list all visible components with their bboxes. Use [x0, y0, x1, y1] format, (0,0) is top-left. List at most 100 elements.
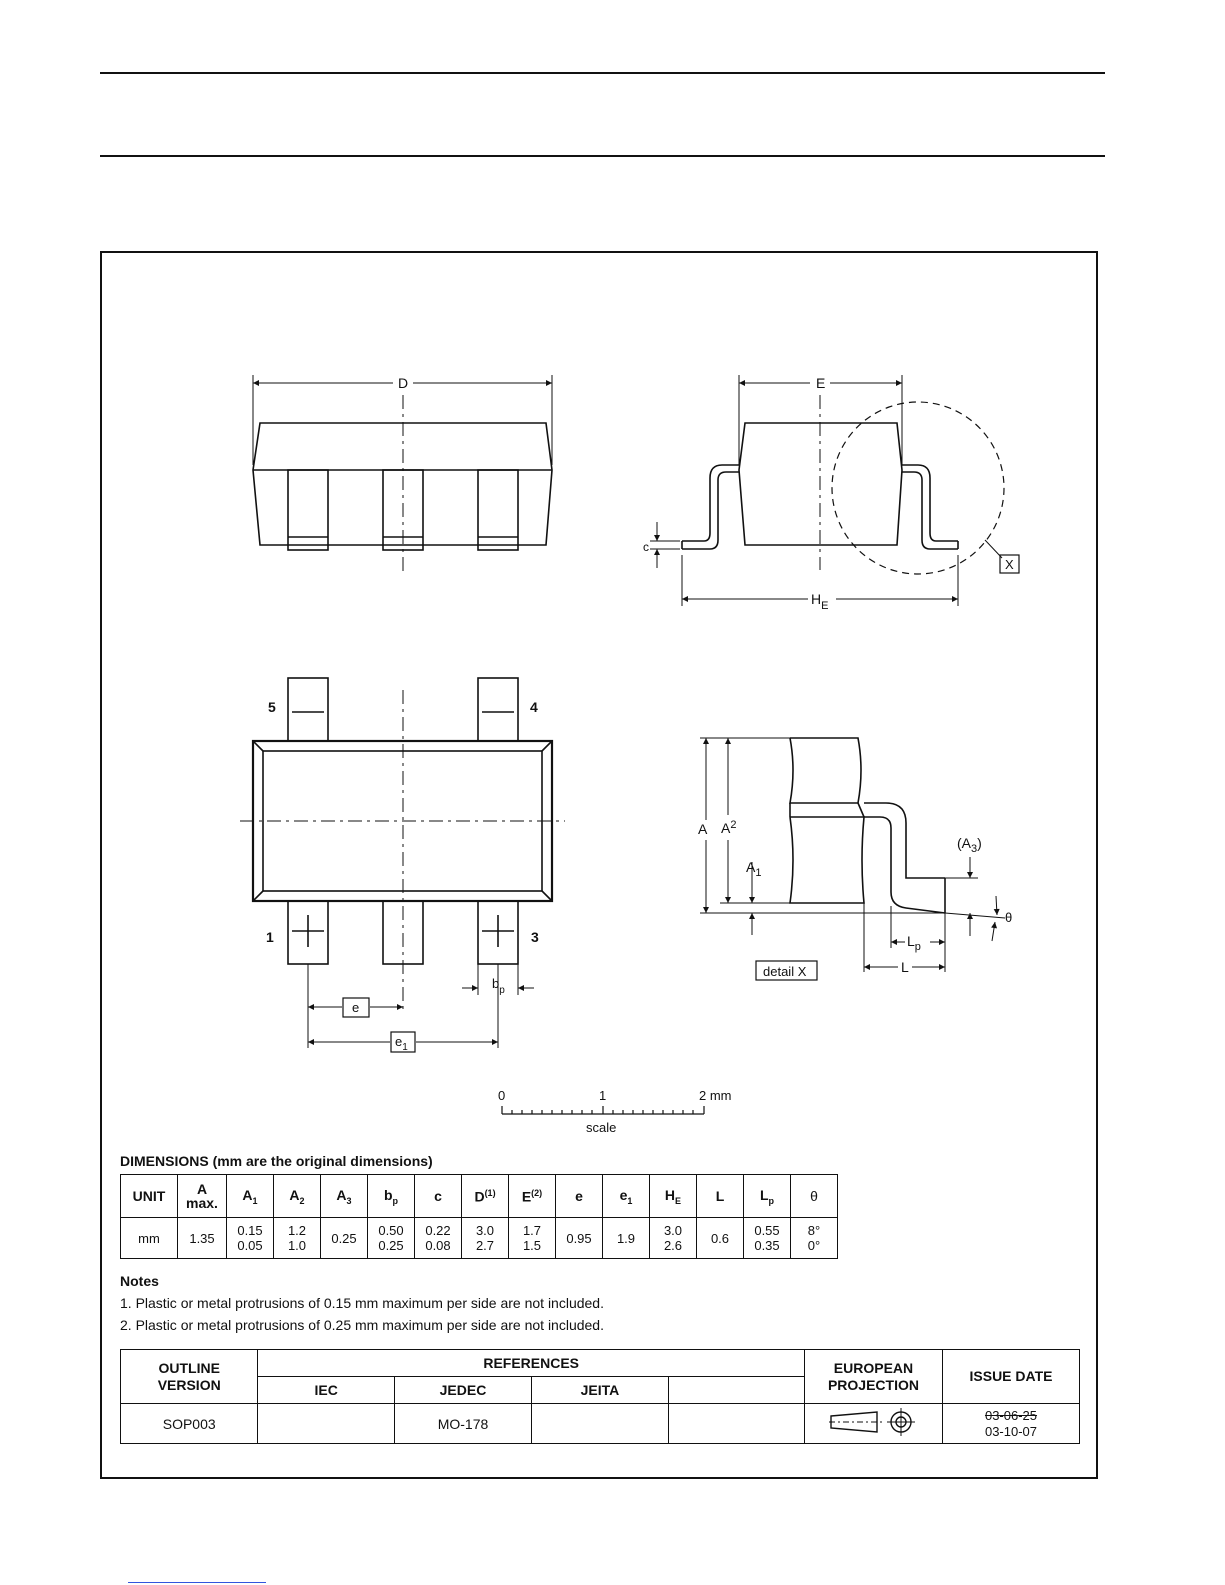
- end-view-e: [650, 375, 1020, 606]
- col-d-sup: (1): [484, 1187, 496, 1198]
- col-e1: e1: [602, 1174, 650, 1218]
- cell-theta-min: 0°: [807, 1238, 821, 1253]
- side-view-d: [252, 375, 553, 575]
- col-a3-sub: 3: [346, 1195, 352, 1206]
- cell-a2-max: 1.2: [287, 1223, 307, 1238]
- label-a1-main: A: [746, 859, 756, 875]
- outline-version-value: SOP003: [119, 1403, 259, 1444]
- top-view: [240, 677, 565, 1053]
- col-a1-main: A: [242, 1186, 253, 1203]
- label-bp: bp: [492, 976, 505, 996]
- cell-a: 1.35: [177, 1217, 227, 1259]
- label-x: X: [1005, 557, 1014, 572]
- col-l: L: [696, 1174, 744, 1218]
- header-bottom-rule: [100, 155, 1105, 157]
- cell-theta: 8°0°: [790, 1217, 838, 1259]
- col-a3-main: A: [336, 1186, 347, 1203]
- label-e-pitch: e: [352, 1000, 359, 1015]
- label-l: L: [901, 959, 909, 975]
- outline-version-line1: OUTLINE: [158, 1359, 220, 1376]
- col-d-main: D: [474, 1188, 485, 1205]
- footer-link-underline[interactable]: [128, 1582, 266, 1583]
- col-e1-sub: 1: [627, 1195, 633, 1206]
- col-unit: UNIT: [120, 1174, 178, 1218]
- cell-c-min: 0.08: [425, 1238, 451, 1253]
- label-he-sub: E: [821, 600, 828, 612]
- european-line2: PROJECTION: [827, 1376, 919, 1393]
- cell-a2-min: 1.0: [287, 1238, 307, 1253]
- col-a3: A3: [320, 1174, 368, 1218]
- outline-version-line2: VERSION: [157, 1376, 221, 1393]
- pin-1-label: 1: [266, 929, 274, 945]
- col-he-sub: E: [675, 1195, 682, 1206]
- cell-c-max: 0.22: [425, 1223, 451, 1238]
- cell-a3: 0.25: [320, 1217, 368, 1259]
- cell-d-min: 2.7: [475, 1238, 495, 1253]
- label-a3: (A3): [957, 835, 982, 855]
- label-he: HE: [811, 591, 828, 612]
- label-bp-sub: p: [499, 985, 505, 996]
- jeita-value: [531, 1403, 669, 1444]
- scale-bar: [501, 1106, 705, 1115]
- col-e1-main: e: [619, 1186, 628, 1203]
- label-c: c: [643, 540, 649, 554]
- col-c: c: [414, 1174, 462, 1218]
- label-lp-main: L: [907, 933, 915, 949]
- col-a2-main: A: [289, 1186, 300, 1203]
- col-a-bottom: max.: [186, 1195, 218, 1211]
- col-a-top: A: [196, 1181, 208, 1197]
- label-a2-sub: 2: [730, 819, 736, 831]
- scale-tick-2: 2 mm: [699, 1088, 732, 1103]
- jeita-header: JEITA: [531, 1376, 669, 1404]
- col-e-cap: E(2): [508, 1174, 556, 1218]
- issue-date-new: 03-10-07: [984, 1423, 1038, 1439]
- label-theta: θ: [1005, 910, 1012, 925]
- label-a2: A2: [721, 819, 736, 836]
- col-theta: θ: [790, 1174, 838, 1218]
- cell-a1-max: 0.15: [237, 1223, 263, 1238]
- label-bp-main: b: [492, 976, 499, 991]
- label-a3-sub: 3: [971, 843, 977, 855]
- blank-ref-header: [667, 1376, 805, 1404]
- col-a1: A1: [226, 1174, 274, 1218]
- col-a2: A2: [273, 1174, 321, 1218]
- iec-header: IEC: [257, 1376, 395, 1404]
- scale-tick-1: 1: [599, 1088, 606, 1103]
- label-e1: e1: [395, 1034, 408, 1053]
- label-lp-sub: p: [915, 941, 921, 953]
- iec-value: [257, 1403, 395, 1444]
- cell-d-max: 3.0: [475, 1223, 495, 1238]
- col-a1-sub: 1: [252, 1195, 258, 1206]
- col-lp-main: L: [759, 1186, 769, 1203]
- label-a1: A1: [746, 859, 761, 879]
- col-he-main: H: [664, 1186, 676, 1203]
- projection-symbol-cell: [803, 1403, 944, 1444]
- issue-date-header: ISSUE DATE: [942, 1349, 1080, 1404]
- col-bp-main: b: [383, 1186, 393, 1203]
- detail-x-caption: detail X: [763, 964, 807, 979]
- header-top-rule: [100, 72, 1105, 74]
- col-a2-sub: 2: [299, 1195, 305, 1206]
- cell-he-min: 2.6: [663, 1238, 683, 1253]
- cell-e: 0.95: [555, 1217, 603, 1259]
- cell-lp-max: 0.55: [754, 1223, 780, 1238]
- package-outline-frame: [100, 251, 1098, 1479]
- col-d: D(1): [461, 1174, 509, 1218]
- cell-e-cap-min: 1.5: [522, 1238, 542, 1253]
- col-e: e: [555, 1174, 603, 1218]
- note-1: 1. Plastic or metal protrusions of 0.15 …: [120, 1295, 604, 1311]
- col-lp: Lp: [743, 1174, 791, 1218]
- cell-he-max: 3.0: [663, 1223, 683, 1238]
